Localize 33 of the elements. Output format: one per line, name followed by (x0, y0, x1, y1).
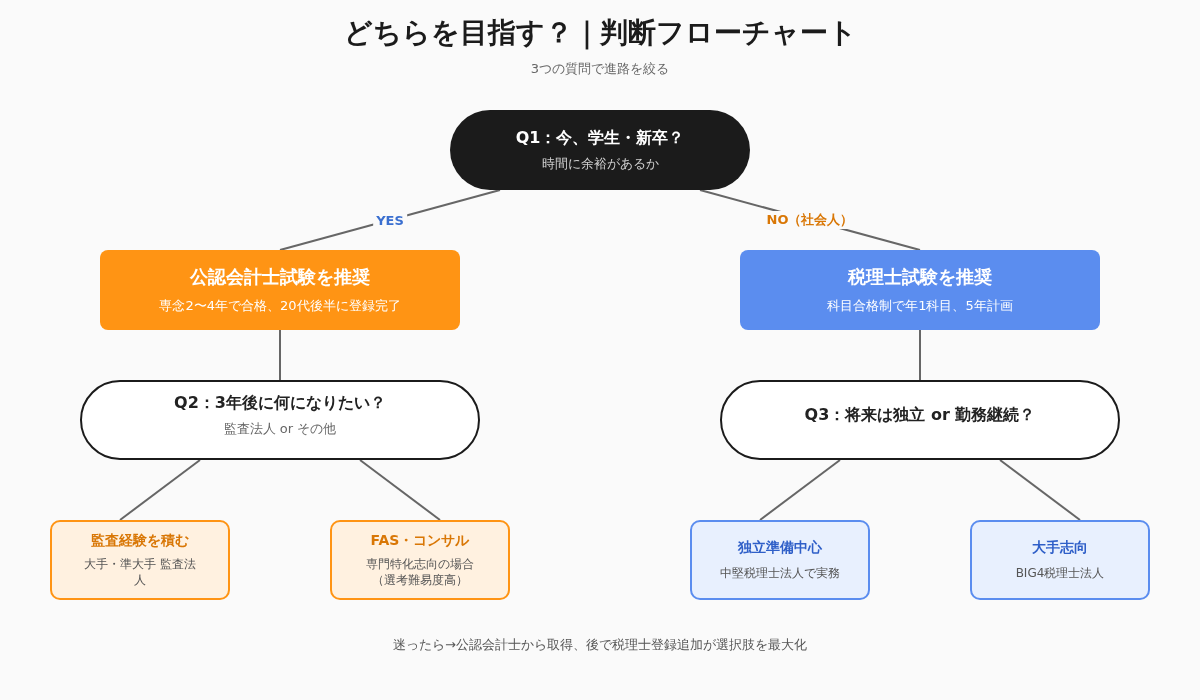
title: どちらを目指す？｜判断フローチャート (342, 15, 858, 52)
recommendation-box (740, 250, 1100, 330)
subtitle: 3つの質問で進路を絞る (529, 60, 671, 78)
connector-line (999, 459, 1081, 521)
option-box (970, 520, 1150, 600)
connector-line (119, 459, 201, 521)
node-subtext: 時間に余裕があるか (541, 154, 659, 173)
node-heading: 独立準備中心 (738, 538, 822, 557)
node-subtext: 専念2〜4年で合格、20代後半に登録完了 (159, 297, 401, 315)
node-subtext: BIG4税理士法人 (1015, 564, 1105, 582)
node-heading: 税理士試験を推奨 (848, 265, 992, 289)
node-subtext: 監査法人 or その他 (223, 419, 337, 438)
node-subtext: 専門特化志向の場合（選考難易度高） (365, 556, 475, 588)
footer-note: 迷ったら→公認会計士から取得、後で税理士登録追加が選択肢を最大化 (392, 636, 808, 654)
connector-line (919, 329, 921, 381)
node-heading: 監査経験を積む (91, 532, 189, 550)
node-heading: 公認会計士試験を推奨 (190, 265, 370, 289)
option-box (50, 520, 230, 600)
edge-label: YES (373, 212, 407, 228)
node-heading: Q1：今、学生・新卒？ (515, 127, 685, 149)
node-subtext: 中堅税理士法人で実務 (720, 564, 840, 582)
connector-line (279, 329, 281, 381)
recommendation-box (100, 250, 460, 330)
option-box (330, 520, 510, 600)
node-subtext: 科目合格制で年1科目、5年計画 (827, 297, 1013, 315)
node-heading: FAS・コンサル (370, 532, 470, 550)
connector-line (759, 459, 841, 521)
connector-line (359, 459, 441, 521)
node-heading: Q2：3年後に何になりたい？ (174, 392, 386, 414)
node-subtext: 大手・準大手 監査法人 (84, 556, 196, 588)
option-box (690, 520, 870, 600)
node-heading: Q3：将来は独立 or 勤務継続？ (804, 404, 1036, 426)
node-heading: 大手志向 (1032, 538, 1088, 557)
